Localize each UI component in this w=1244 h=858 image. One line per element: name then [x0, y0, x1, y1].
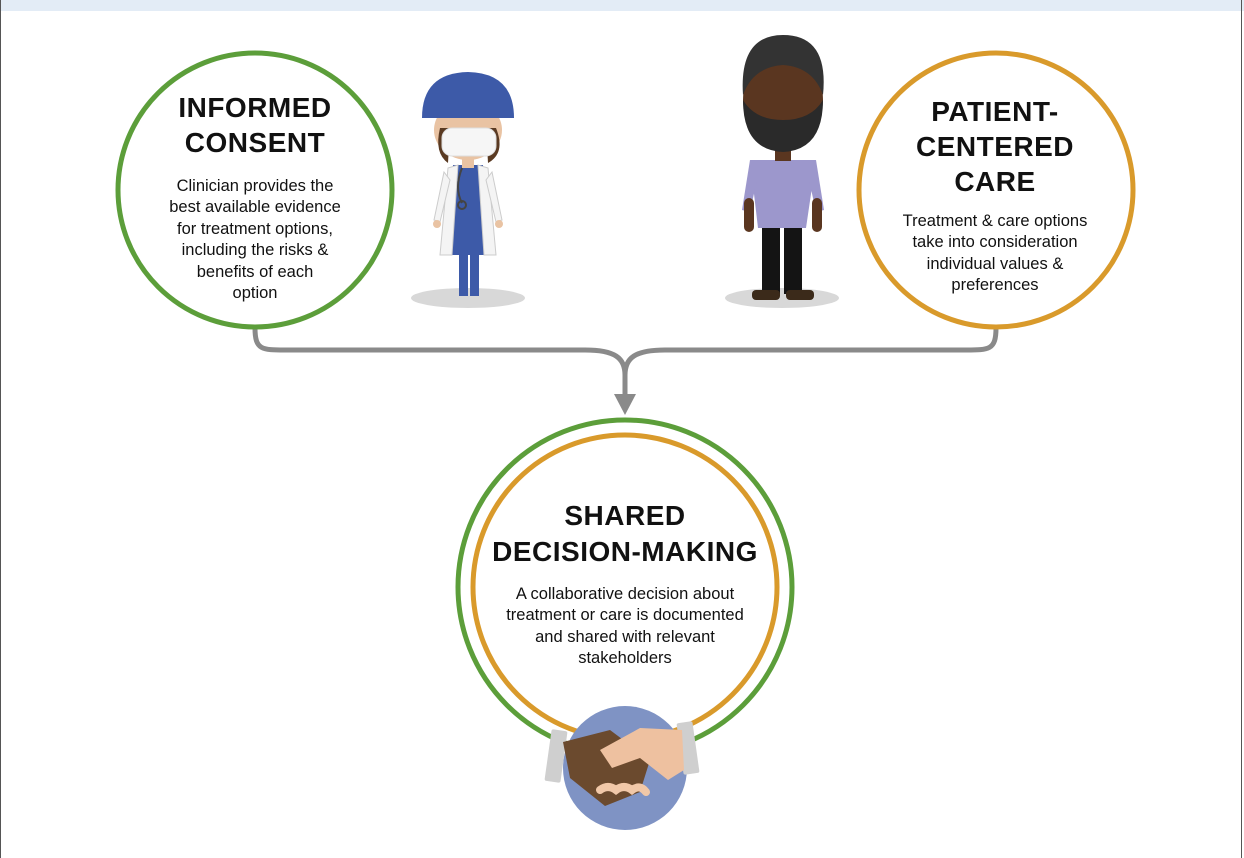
title-line: CONSENT — [184, 127, 326, 158]
description-line: benefits of each — [196, 262, 314, 281]
patient-centered-description: Treatment & care options take into consi… — [880, 211, 1110, 297]
description-line: option — [232, 284, 278, 303]
merge-arrow — [252, 325, 999, 401]
title-line: CENTERED — [915, 131, 1074, 162]
description-line: best available evidence — [169, 198, 341, 217]
arrow-head — [614, 394, 636, 415]
description-line: Treatment & care options — [902, 212, 1088, 230]
shared-decision-title: SHARED DECISION-MAKING — [470, 498, 780, 570]
title-line: INFORMED — [178, 92, 332, 123]
title-line: CARE — [954, 166, 1036, 197]
description-line: including the risks & — [181, 241, 329, 260]
informed-consent-text: INFORMED CONSENT Clinician provides the … — [140, 90, 370, 305]
shared-decision-text: SHARED DECISION-MAKING A collaborative d… — [470, 498, 780, 669]
description-line: A collaborative decision about — [515, 584, 735, 603]
description-line: individual values & — [926, 254, 1064, 273]
informed-consent-title: INFORMED CONSENT — [140, 90, 370, 160]
title-line: DECISION-MAKING — [492, 535, 758, 567]
patient-centered-text: PATIENT- CENTERED CARE Treatment & care … — [880, 94, 1110, 297]
description-line: take into consideration — [912, 233, 1078, 252]
informed-consent-circle — [115, 50, 395, 330]
description-line: stakeholders — [578, 648, 672, 667]
patient-centered-circle — [856, 50, 1136, 330]
description-line: treatment or care is documented — [506, 606, 744, 625]
description-line: preferences — [951, 276, 1039, 295]
description-line: and shared with relevant — [535, 627, 715, 646]
clinician-figure — [411, 72, 525, 308]
patient-centered-title: PATIENT- CENTERED CARE — [880, 94, 1110, 199]
description-line: for treatment options, — [177, 219, 333, 238]
title-line: PATIENT- — [931, 96, 1059, 127]
shared-decision-description: A collaborative decision about treatment… — [470, 584, 780, 670]
title-line: SHARED — [564, 500, 686, 531]
top-band — [0, 0, 1244, 11]
handshake-icon — [544, 706, 700, 830]
patient-figure — [725, 35, 839, 308]
informed-consent-description: Clinician provides the best available ev… — [140, 176, 370, 305]
description-line: Clinician provides the — [176, 177, 334, 195]
